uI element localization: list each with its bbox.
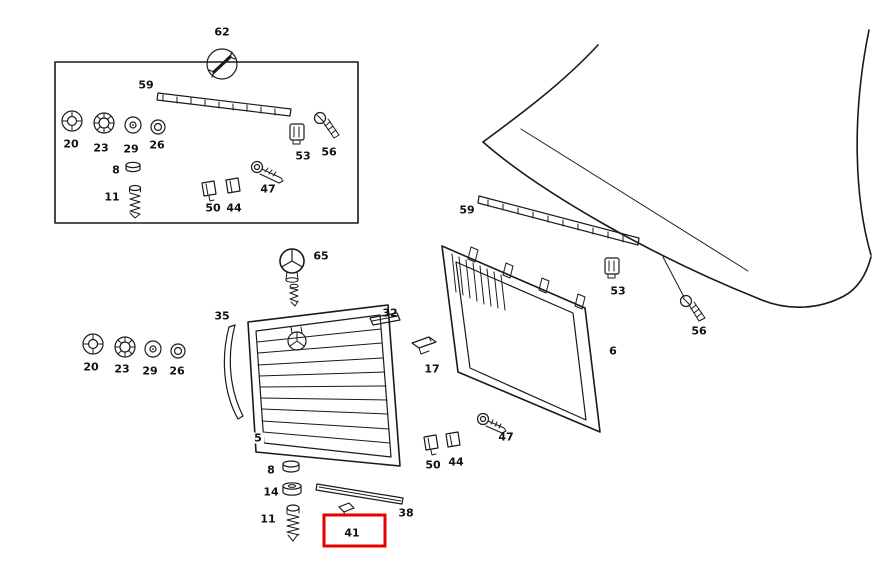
part-label-56-a: 56 <box>321 145 337 159</box>
radiator-grille-5 <box>247 304 401 467</box>
washer-29-inset <box>124 116 142 134</box>
part-label-53-b: 53 <box>610 284 626 298</box>
nut-26-inset <box>150 119 166 135</box>
part-label-53-a: 53 <box>295 149 311 163</box>
part-label-29-a: 29 <box>123 142 139 156</box>
washer-8-inset <box>125 161 141 173</box>
clip-50-main <box>423 434 439 456</box>
part-label-50-b: 50 <box>425 458 441 472</box>
inset-panel-border <box>54 61 359 224</box>
highlight-box-part-41 <box>322 513 387 548</box>
washer-29-main <box>144 340 162 358</box>
emblem-20-main <box>82 333 104 355</box>
screw-56-inset <box>313 111 340 139</box>
part-label-17: 17 <box>424 362 440 376</box>
part-label-41: 41 <box>344 526 360 540</box>
part-label-32: 32 <box>382 306 398 320</box>
clip-50-inset <box>201 180 217 202</box>
part-label-23-a: 23 <box>93 141 109 155</box>
bolt-47-main <box>476 412 507 434</box>
emblem-23-main <box>114 336 136 358</box>
part-label-6: 6 <box>609 344 617 358</box>
emblem-20-inset <box>61 110 83 132</box>
part-label-50-a: 50 <box>205 201 221 215</box>
grille-shell-6 <box>441 245 601 433</box>
part-label-62: 62 <box>214 25 230 39</box>
part-label-38: 38 <box>398 506 414 520</box>
screw-11-main <box>286 504 300 542</box>
part-label-44-b: 44 <box>448 455 464 469</box>
part-label-29-b: 29 <box>142 364 158 378</box>
nut-26-main <box>170 343 186 359</box>
trim-strip-35 <box>223 324 244 420</box>
clip-53-hood <box>604 257 620 279</box>
screw-56-hood <box>679 294 706 322</box>
star-emblem-65 <box>279 248 305 307</box>
part-label-44-a: 44 <box>226 201 242 215</box>
washer-8-main <box>282 460 300 473</box>
grommet-14 <box>282 482 302 496</box>
clip-53-inset <box>289 123 305 145</box>
part-label-23-b: 23 <box>114 362 130 376</box>
part-label-14: 14 <box>263 485 279 499</box>
part-label-8-a: 8 <box>112 163 120 177</box>
part-label-20-b: 20 <box>83 360 99 374</box>
part-label-8-b: 8 <box>267 463 275 477</box>
trim-strip-38 <box>315 483 404 505</box>
part-label-47-b: 47 <box>498 430 514 444</box>
part-label-56-b: 56 <box>691 324 707 338</box>
part-label-5: 5 <box>252 431 264 445</box>
part-label-20-a: 20 <box>63 137 79 151</box>
part-label-59-a: 59 <box>138 78 154 92</box>
part-label-11-a: 11 <box>104 190 120 204</box>
part-label-11-b: 11 <box>260 512 276 526</box>
part-label-65: 65 <box>313 249 329 263</box>
screw-11-inset <box>128 184 142 219</box>
part-label-59-b: 59 <box>459 203 475 217</box>
clip-44-main <box>445 431 461 448</box>
part-label-26-b: 26 <box>169 364 185 378</box>
clip-44-inset <box>225 177 241 194</box>
part-label-26-a: 26 <box>149 138 165 152</box>
part-label-47-a: 47 <box>260 182 276 196</box>
molding-strip-59-hood <box>477 195 640 246</box>
bolt-47-inset <box>250 160 284 184</box>
emblem-23-inset <box>93 112 115 134</box>
molding-strip-59-inset <box>156 92 292 117</box>
car-hood-outline <box>482 29 872 308</box>
clip-17 <box>411 336 437 355</box>
part-label-35: 35 <box>214 309 230 323</box>
wrench-badge-icon <box>206 48 238 80</box>
